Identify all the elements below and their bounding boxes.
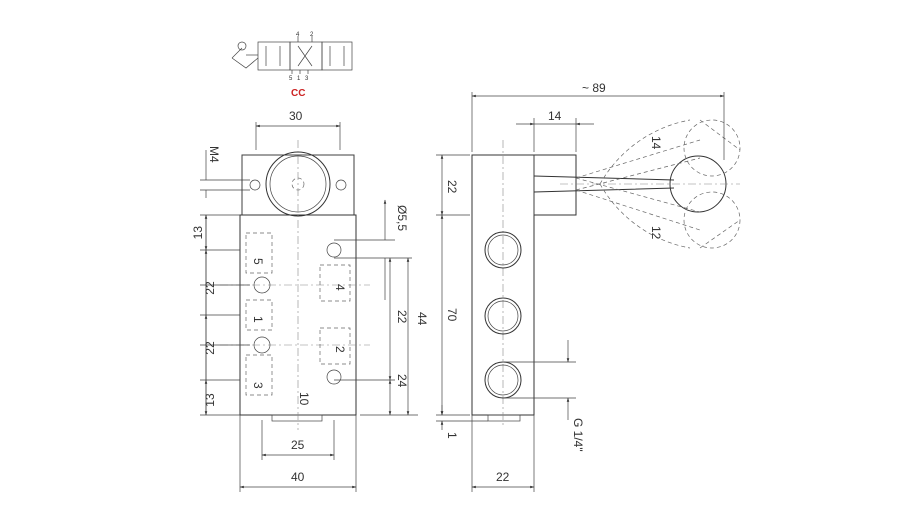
dim-hole-diam: Ø5,5 (395, 205, 409, 231)
dim-24: 24 (395, 374, 409, 388)
dim-angle-down: 12 (649, 226, 663, 240)
dim-13-bottom: 13 (203, 393, 217, 407)
dim-13-top: 13 (191, 226, 205, 240)
dim-22-head: 22 (445, 180, 459, 194)
brand-logo: CC (291, 88, 305, 99)
dim-22-width: 22 (496, 470, 510, 484)
dim-70: 70 (445, 308, 459, 322)
port-label-4: 4 (333, 284, 347, 291)
dim-10: 10 (297, 392, 311, 406)
dim-1: 1 (445, 432, 459, 439)
dim-total-length: ~ 89 (582, 81, 606, 95)
dim-22-a: 22 (203, 281, 217, 295)
symbol-port-2: 2 (310, 32, 314, 38)
dim-22-b: 22 (203, 341, 217, 355)
dim-40: 40 (291, 470, 305, 484)
dim-top-width: 30 (289, 109, 303, 123)
valve-symbol: 4 2 5 1 3 CC (231, 32, 353, 99)
dim-thread-m4: M4 (207, 146, 221, 163)
symbol-port-3: 3 (305, 76, 309, 82)
dim-22-right: 22 (395, 310, 409, 324)
port-label-2: 2 (333, 346, 347, 353)
side-view: ~ 89 14 14 12 22 70 1 G 1/4" 22 (436, 81, 741, 492)
port-label-5: 5 (251, 258, 265, 265)
symbol-port-5: 5 (289, 76, 293, 82)
port-label-3: 3 (251, 382, 265, 389)
symbol-port-1: 1 (297, 76, 301, 82)
port-label-1: 1 (251, 316, 265, 323)
front-view: 5 4 1 2 3 30 M4 13 22 22 13 Ø5,5 22 44 2… (191, 109, 429, 492)
dim-44: 44 (415, 312, 429, 326)
symbol-port-4: 4 (296, 32, 300, 38)
dim-25: 25 (291, 438, 305, 452)
dim-angle-up: 14 (649, 136, 663, 150)
dim-port-thread: G 1/4" (571, 418, 585, 452)
dim-head-length: 14 (548, 109, 562, 123)
